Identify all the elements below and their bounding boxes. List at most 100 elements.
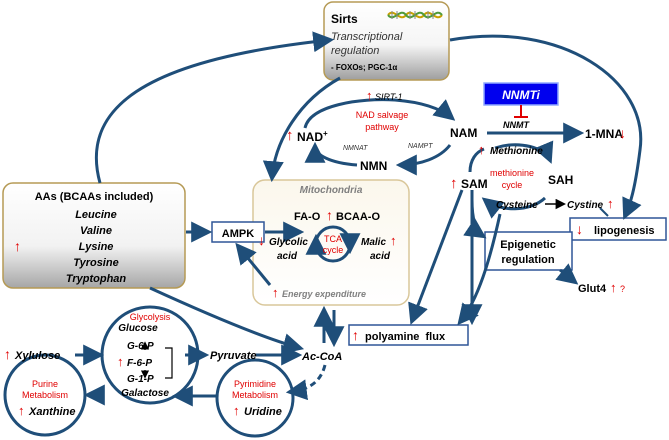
- sirts-subtitle-1: Transcriptional: [331, 31, 403, 43]
- xanthine-label: Xanthine: [28, 406, 75, 418]
- acoa-label: Ac-CoA: [301, 351, 342, 363]
- tca-line2: cycle: [323, 245, 344, 255]
- glut4-question: ?: [620, 284, 625, 294]
- nam-label: NAM: [450, 126, 477, 140]
- uridine-label: Uridine: [244, 406, 282, 418]
- glycolic-line1: Glycolic: [269, 237, 308, 248]
- glycolic-down-arrow: ↓: [258, 232, 265, 248]
- nmn-to-nad-arrow: [304, 141, 358, 167]
- nnmti-label: NNMTi: [502, 88, 540, 102]
- nnmt-label: NNMT: [503, 120, 530, 130]
- mito-to-ampk-arrow: [235, 242, 272, 286]
- lipogenesis-box: lipogenesis: [569, 217, 667, 241]
- pyrimidine-line2: Metabolism: [232, 390, 278, 400]
- xylulose-label: Xylulose: [14, 350, 60, 362]
- aa-valine: Valine: [80, 225, 112, 237]
- ampk-box: AMPK: [211, 221, 265, 243]
- cystine-up-arrow: ↑: [607, 196, 614, 211]
- nam-to-nmn-arrow: [395, 144, 452, 176]
- ampk-label: AMPK: [222, 228, 254, 240]
- aas-up-arrow: ↑: [14, 238, 21, 254]
- glucose-label: Glucose: [118, 323, 158, 334]
- polyamine-up-arrow: ↑: [352, 327, 359, 343]
- pyruvate-label: Pyruvate: [210, 350, 256, 362]
- nad-salvage-line1: NAD salvage: [356, 110, 409, 120]
- sirts-subtitle-2: regulation: [331, 45, 379, 57]
- aas-title: AAs (BCAAs included): [35, 191, 154, 203]
- sirts-box: Sirts Transcriptional regulation - FOXOs…: [323, 1, 450, 81]
- pyrimidine-line1: Pyrimidine: [234, 379, 276, 389]
- polyamine-box: polyamine flux: [348, 324, 469, 346]
- malic-line1: Malic: [361, 237, 386, 248]
- polyamine-label: polyamine flux: [365, 331, 446, 343]
- aas-to-sirts-arrow: [94, 31, 335, 184]
- mna-down-arrow: ↓: [619, 125, 626, 141]
- g6p-label: G-6-P: [127, 341, 154, 352]
- methionine-cycle-line1: methionine: [490, 168, 534, 178]
- xylulose-up-arrow: ↑: [4, 346, 11, 362]
- aa-lysine: Lysine: [79, 241, 114, 253]
- sah-to-sam-arrow: [481, 196, 547, 219]
- aa-tryptophan: Tryptophan: [66, 273, 127, 285]
- f6p-label: F-6-P: [127, 358, 152, 369]
- mitochondria-title: Mitochondria: [300, 185, 363, 196]
- methionine-to-sah-arrow: [494, 140, 554, 164]
- aa-tyrosine: Tyrosine: [73, 257, 118, 269]
- cysteine-to-polyamine-arrow: [457, 213, 502, 326]
- sirts-to-mito-arrow: [262, 76, 341, 183]
- g1p-label: G-1-P: [127, 374, 154, 385]
- energy-label: Energy expenditure: [282, 289, 366, 299]
- mna-label: 1-MNA: [585, 127, 623, 141]
- xanthine-up-arrow: ↑: [18, 403, 25, 418]
- cystine-label: Cystine: [567, 200, 604, 211]
- malic-line2: acid: [370, 251, 391, 262]
- lipogenesis-label: lipogenesis: [594, 225, 655, 237]
- sam-label: SAM: [461, 177, 488, 191]
- energy-up-arrow: ↑: [272, 285, 279, 300]
- f6p-up-arrow: ↑: [117, 354, 124, 369]
- methionine-label: Methionine: [490, 146, 543, 157]
- sirt1-label: SIRT-1: [375, 92, 403, 102]
- sirts-to-lipogenesis-arrow: [449, 34, 643, 220]
- methionine-cycle-line2: cycle: [502, 180, 523, 190]
- glut4-label: Glut4: [578, 283, 607, 295]
- sirt1-up-arrow: ↑: [366, 88, 373, 103]
- purine-line2: Metabolism: [22, 390, 68, 400]
- glycolic-line2: acid: [277, 251, 298, 262]
- aa-leucine: Leucine: [75, 209, 117, 221]
- sam-to-epigenetic-arrow: [463, 199, 487, 239]
- nad-salvage-line2: pathway: [365, 122, 399, 132]
- galactose-label: Galactose: [121, 388, 169, 399]
- glut4-up-arrow: ↑: [610, 280, 617, 295]
- epigenetic-to-glut4-arrow: [555, 263, 579, 285]
- epigenetic-line1: Epigenetic: [500, 239, 556, 251]
- sam-to-methionine-arc: [468, 147, 485, 173]
- epigenetic-line2: regulation: [501, 254, 554, 266]
- cysteine-label: Cysteine: [496, 200, 538, 211]
- fa-o-label: FA-O: [294, 211, 321, 223]
- sah-label: SAH: [548, 173, 573, 187]
- bcaa-o-up-arrow: ↑: [326, 207, 333, 223]
- lipogenesis-down-arrow: ↓: [576, 221, 583, 237]
- uridine-up-arrow: ↑: [233, 403, 240, 418]
- epigenetic-box: Epigenetic regulation: [484, 231, 573, 271]
- sirts-detail: - FOXOs; PGC-1α: [331, 63, 397, 72]
- tca-line1: TCA: [324, 234, 342, 244]
- purine-line1: Purine: [32, 379, 58, 389]
- nnmti-box: NNMTi: [483, 82, 559, 118]
- aas-box: AAs (BCAAs included) Leucine Valine Lysi…: [2, 182, 186, 289]
- nmnat-label: NMNAT: [343, 145, 368, 152]
- glycolysis-label: Glycolysis: [130, 312, 171, 322]
- acoa-to-pyrimidine-dashed-arrow: [285, 364, 327, 401]
- bcaa-o-label: BCAA-O: [336, 211, 380, 223]
- methionine-up-arrow: ↑: [478, 142, 485, 157]
- sirts-title: Sirts: [331, 12, 358, 26]
- dna-icon: [387, 11, 443, 19]
- malic-up-arrow: ↑: [390, 233, 397, 248]
- nampt-label: NAMPT: [408, 143, 433, 150]
- nad-to-nam-arrow: [303, 98, 456, 129]
- nad-up-arrow: ↑: [286, 127, 294, 144]
- sam-to-polyamine-diagonal: [408, 189, 464, 325]
- nad-label: NAD+: [297, 129, 328, 144]
